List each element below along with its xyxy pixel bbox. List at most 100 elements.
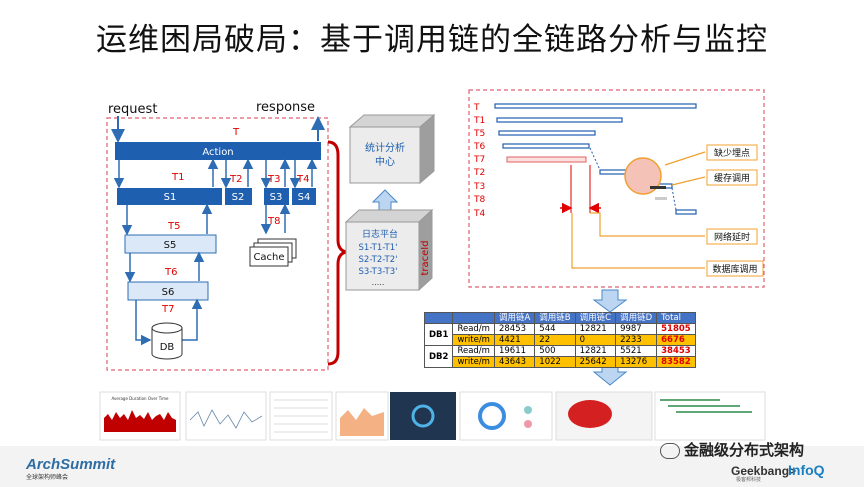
- table-header-cell: Total: [656, 312, 696, 324]
- table-cell: 9987: [615, 323, 658, 335]
- table-header-cell: 调用链B: [534, 312, 576, 324]
- table-row: DB1 Read/m 28453 544 12821 9987 51805: [423, 323, 696, 346]
- s5-box: [124, 234, 217, 254]
- table-cell: Read/m: [452, 345, 495, 357]
- table-header-cell: 调用链D: [615, 312, 658, 324]
- table-cell: 12821: [574, 345, 617, 357]
- response-label: response: [256, 100, 315, 115]
- tl-label-t2: T2: [473, 168, 485, 178]
- s2-label: S2: [232, 192, 245, 203]
- s1-label: S1: [164, 192, 177, 203]
- t-label: T: [232, 127, 240, 138]
- tl-label-t3: T3: [473, 182, 485, 192]
- page-title: 运维困局破局：基于调用链的全链路分析与监控: [96, 22, 768, 58]
- tl-label-t: T: [473, 103, 480, 113]
- table-cell: 4421: [493, 334, 536, 346]
- infoq-logo: InfoQ: [788, 462, 825, 478]
- request-label: request: [108, 102, 157, 117]
- archsummit-subtitle: 全球架构师峰会: [26, 474, 69, 481]
- table-header-cell: [452, 312, 495, 324]
- highlight-circle: [624, 157, 662, 195]
- s4-box: [292, 188, 316, 205]
- table-total-cell: 83582: [656, 356, 696, 368]
- table-cell: 43643: [493, 356, 536, 368]
- thumb-line-chart: [185, 391, 267, 441]
- table-cell: 12821: [574, 323, 617, 335]
- t2-label: T2: [229, 174, 242, 185]
- thumb-gantt: [654, 391, 766, 441]
- table-row: write/m 4421 22 0 2233 6676: [425, 334, 696, 346]
- table-row: DB2 Read/m 19611 500 12821 5521 38453: [423, 345, 696, 368]
- s6-box: [127, 281, 209, 301]
- wechat-account-label: 金融级分布式架构: [660, 439, 804, 460]
- up-arrow: [371, 189, 399, 213]
- s5-label: S5: [164, 240, 177, 251]
- t6-label: T6: [164, 267, 177, 278]
- table-cell: 5521: [615, 345, 658, 357]
- callout-missing-instrumentation: 缺少埋点: [714, 147, 750, 159]
- tl-label-t1: T1: [473, 116, 485, 126]
- action-box: [115, 142, 321, 160]
- s2-box: [225, 188, 252, 205]
- wechat-icon: [660, 442, 680, 459]
- archsummit-logo: ArchSummit: [26, 456, 116, 473]
- stats-box: [349, 126, 421, 184]
- table-header-cell: 调用链A: [493, 312, 536, 324]
- wechat-account-name: 金融级分布式架构: [684, 441, 805, 459]
- cache-label: Cache: [253, 252, 284, 263]
- t7-label: T7: [161, 304, 174, 315]
- log-platform-box: [345, 221, 420, 291]
- table-total-cell: 51805: [656, 323, 696, 335]
- traceid-label: traceId: [420, 240, 431, 275]
- timeline-callouts: 缺少埋点 缓存调用 网络延时 数据库调用: [706, 144, 764, 277]
- callout-network-latency: 网络延时: [714, 231, 750, 243]
- table-total-cell: 38453: [656, 345, 696, 357]
- t1-label: T1: [171, 172, 184, 183]
- table-cell: 500: [534, 345, 576, 357]
- left-diagram-frame: [106, 117, 329, 371]
- table-cell: 22: [534, 334, 576, 346]
- geekbang-subtitle: 极客邦科技: [736, 477, 762, 483]
- log-line-2: S2-T2-T2': [359, 255, 398, 265]
- t4-label: T4: [296, 174, 309, 185]
- geekbang-logo: Geekbang>: [731, 464, 797, 478]
- tl-label-t5: T5: [473, 129, 485, 139]
- tl-label-t6: T6: [473, 142, 485, 152]
- red-brace: [327, 140, 347, 366]
- timeline-frame: [468, 89, 765, 288]
- tl-label-t7: T7: [473, 155, 485, 165]
- table-group-label: DB2: [423, 345, 454, 368]
- metrics-table: 调用链A 调用链B 调用链C 调用链D Total DB1 Read/m 284…: [423, 312, 696, 368]
- thumb-dark-dashboard: [390, 392, 456, 440]
- log-line-3: S3-T3-T3': [359, 267, 398, 277]
- footer-bar: [0, 446, 864, 487]
- db-label: DB: [160, 342, 175, 353]
- s3-box: [264, 188, 289, 205]
- timeline-labels: T T1 T5 T6 T7 T2 T3 T8 T4: [473, 103, 485, 219]
- table-cell: write/m: [452, 356, 495, 368]
- t8-label: T8: [267, 216, 280, 227]
- table-cell: 0: [574, 334, 617, 346]
- thumb-bar-chart: Average Duration Over Time: [99, 391, 181, 441]
- tl-label-t4: T4: [473, 209, 485, 219]
- table-header-cell: 调用链C: [574, 312, 617, 324]
- log-line-1: S1-T1-T1': [359, 243, 398, 253]
- t7-bar: [506, 156, 587, 163]
- table-cell: 28453: [493, 323, 536, 335]
- table-cell: 544: [534, 323, 576, 335]
- table-total-cell: 6676: [656, 334, 696, 346]
- table-header-row: 调用链A 调用链B 调用链C 调用链D Total: [423, 312, 696, 324]
- t5-label: T5: [167, 221, 180, 232]
- table-header-cell: [423, 312, 454, 324]
- table-row: write/m 43643 1022 25642 13276 83582: [425, 356, 696, 368]
- tl-label-t8: T8: [473, 195, 485, 205]
- t3-label: T3: [267, 174, 280, 185]
- cache-box: [249, 246, 289, 267]
- log-platform-title: 日志平台: [362, 228, 398, 240]
- callout-cache-call: 缓存调用: [714, 172, 750, 184]
- table-cell: 19611: [493, 345, 536, 357]
- callout-db-call: 数据库调用: [712, 263, 757, 275]
- db-cylinder: [151, 328, 183, 360]
- stats-label-1: 统计分析: [365, 141, 405, 154]
